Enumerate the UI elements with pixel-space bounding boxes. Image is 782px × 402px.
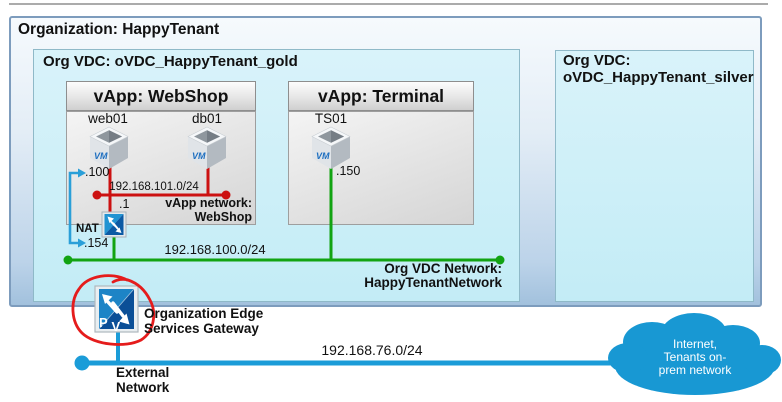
green-endpoint-right	[495, 255, 505, 265]
nat-icon	[101, 211, 127, 238]
vapp-terminal-title: vApp: Terminal	[317, 85, 445, 106]
nat-label: NAT	[76, 223, 99, 235]
edge-icon-letter-v: V	[112, 319, 121, 334]
vapp-terminal-body	[288, 111, 474, 225]
edge-icon-letter-p: P	[99, 315, 108, 330]
vapp-network-label: vApp network: WebShop	[140, 196, 252, 224]
external-network-cidr: 192.168.76.0/24	[321, 342, 423, 358]
external-network-label-line1: External	[116, 365, 170, 380]
external-network-label-line2: Network	[116, 379, 170, 395]
org-network-label-line2: HappyTenantNetwork	[364, 275, 502, 290]
vapp-webshop-title: vApp: WebShop	[93, 85, 229, 106]
silver-title-line1: Org VDC:	[563, 52, 631, 69]
red-annotation-circle	[71, 274, 156, 346]
cloud-label: Internet, Tenants on- prem network	[645, 338, 745, 376]
vm-icon-ts01	[311, 126, 351, 170]
internet-cloud-icon	[608, 313, 781, 395]
red-endpoint-left	[92, 190, 102, 200]
vapp-network-cidr: 192.168.101.0/24	[109, 181, 199, 193]
edge-gateway-label-line1: Organization Edge	[144, 306, 264, 321]
vapp-webshop-header: vApp: WebShop	[66, 81, 256, 111]
org-vdc-gold-title: Org VDC: oVDC_HappyTenant_gold	[43, 53, 298, 70]
silver-title-line2: oVDC_HappyTenant_silver	[563, 68, 754, 86]
red-endpoint-right	[221, 190, 231, 200]
org-network-label-line1: Org VDC Network:	[384, 261, 502, 276]
green-endpoint-left	[63, 255, 73, 265]
organization-title: Organization: HappyTenant	[18, 21, 220, 38]
cloud-label-line2: Tenants on-	[663, 349, 727, 364]
vapp-network-label-line2: WebShop	[194, 209, 252, 224]
ip-nat-external: .154	[84, 236, 109, 250]
org-network-label: Org VDC Network: HappyTenantNetwork	[352, 262, 502, 290]
org-vdc-silver-title: Org VDC: oVDC_HappyTenant_silver	[563, 52, 754, 86]
external-endpoint	[74, 355, 90, 371]
edge-gateway-label: Organization Edge Services Gateway	[144, 306, 263, 336]
external-network-label: External Network	[116, 365, 170, 395]
org-vdc-network-lines	[68, 164, 500, 262]
vm-icon-db01	[187, 126, 227, 170]
cloud-label-line3: prem network	[658, 362, 732, 377]
ip-web01: .100	[85, 165, 110, 179]
edge-gateway-icon: P V	[94, 285, 139, 334]
org-vdc-silver-box	[555, 50, 754, 302]
org-network-cidr: 192.168.100.0/24	[164, 242, 266, 257]
ip-gateway-internal: .1	[119, 197, 130, 211]
edge-gateway-label-line2: Services Gateway	[144, 321, 259, 336]
vapp-webshop-body	[66, 111, 256, 225]
vm-name-web01: web01	[88, 111, 128, 126]
vm-icon-web01	[89, 126, 129, 170]
ip-ts01: .150	[336, 164, 361, 178]
cloud-label-line1: Internet,	[672, 337, 718, 351]
vm-name-db01: db01	[191, 111, 223, 126]
vapp-terminal-header: vApp: Terminal	[288, 81, 474, 111]
vapp-network-lines	[97, 166, 226, 212]
vapp-network-label-line1: vApp network:	[165, 196, 252, 210]
nat-mapping-arrow	[68, 168, 86, 248]
vm-name-ts01: TS01	[314, 111, 348, 126]
